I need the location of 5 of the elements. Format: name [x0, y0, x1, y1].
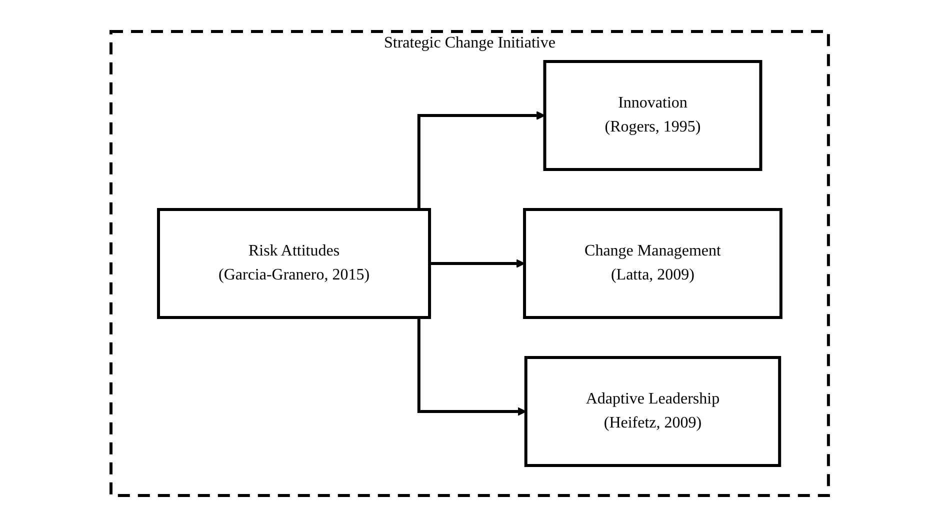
arrow — [430, 259, 526, 268]
node-box: Innovation (Rogers, 1995) — [544, 60, 762, 171]
node-box: Adaptive Leadership (Heifetz, 2009) — [524, 356, 782, 467]
node-box: Change Management (Latta, 2009) — [523, 208, 783, 319]
node-box: Risk Attitudes (Garcia-Granero, 2015) — [157, 208, 432, 319]
